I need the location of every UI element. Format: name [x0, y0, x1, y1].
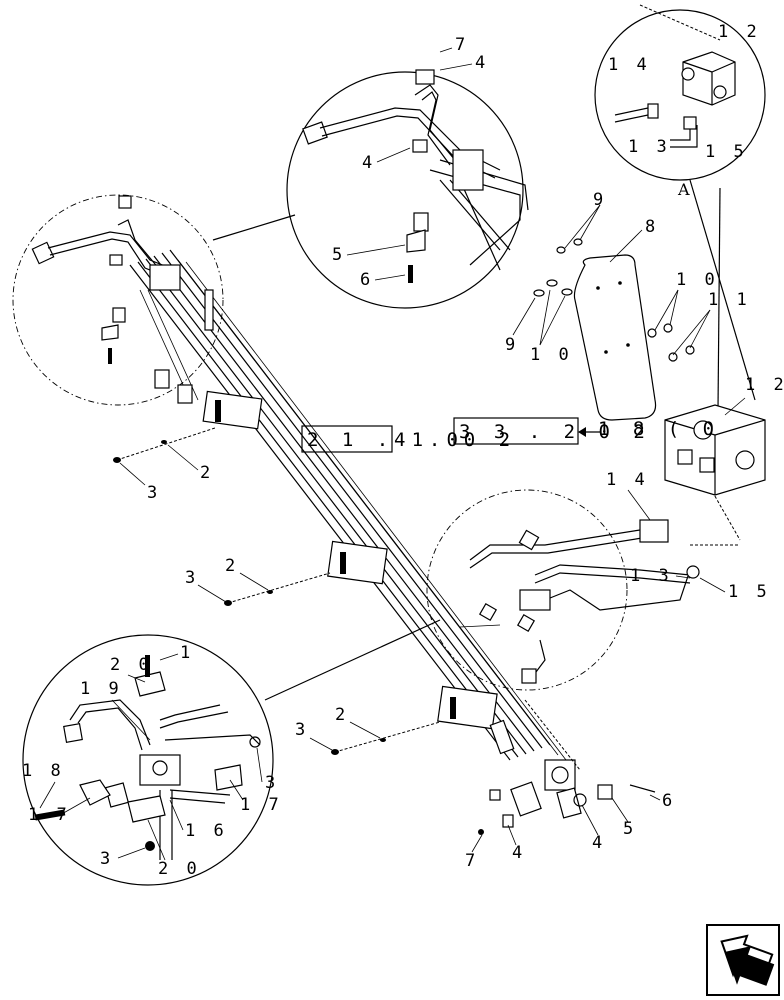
callout-l-20a: 2 0	[110, 655, 153, 675]
callout-m-2b: 2	[225, 556, 239, 576]
callout-d1-4a: 4	[475, 53, 489, 73]
callout-a-14: 1 4	[608, 55, 651, 75]
callout-l-1: 1	[180, 643, 194, 663]
lower-left-detail-parts	[34, 655, 261, 860]
reference-right: 3 3 . 2 0 2	[453, 417, 651, 445]
upper-left-detail-tubes	[31, 195, 214, 404]
callout-m-3b: 3	[185, 568, 199, 588]
callout-c-10a: 1 0	[676, 270, 719, 290]
callout-c-10b: 1 0	[530, 345, 573, 365]
callout-r-15: 1 5	[728, 582, 771, 602]
detail-circle-right	[426, 489, 628, 691]
callout-c-9a: 9	[593, 190, 607, 210]
callout-a-15: 1 5	[705, 142, 748, 162]
callout-l-20b: 2 0	[158, 859, 201, 879]
callout-b-7: 7	[465, 851, 479, 871]
leader-a	[689, 179, 756, 401]
callout-d1-5: 5	[332, 245, 346, 265]
detail-circle-upper	[286, 71, 524, 309]
callout-l-16: 1 6	[185, 821, 228, 841]
callout-l-3b: 3	[100, 849, 114, 869]
detail-circle-upper-left	[12, 194, 224, 406]
ref-left-box-text: 2 1 . 1 0	[307, 429, 464, 451]
callout-c-8: 8	[645, 217, 659, 237]
upper-detail-tubes	[302, 69, 529, 283]
manifold-valve	[664, 404, 766, 496]
callout-a-12: 1 2	[718, 22, 761, 42]
leader-upper	[212, 214, 296, 241]
callout-l-3a: 3	[265, 773, 279, 793]
detail-circle-lower-left	[22, 634, 274, 886]
callout-d1-6: 6	[360, 270, 374, 290]
callouts: 7 4 4 5 6 1 2 1 4 1 3 1 5 A 9 8 1 0 1 1 …	[22, 22, 784, 879]
leader-a-2	[717, 187, 721, 411]
next-page-arrow-icon[interactable]	[706, 924, 780, 996]
detail-circle-a	[594, 9, 766, 181]
callout-d1-4b: 4	[362, 153, 376, 173]
plate-hardware	[533, 238, 695, 362]
callout-d1-7: 7	[455, 35, 469, 55]
callout-l-17a: 1 7	[28, 805, 71, 825]
callout-r-14: 1 4	[606, 470, 649, 490]
mounting-plate	[573, 254, 657, 421]
callout-c-18: 1 8 ( 0	[598, 418, 720, 440]
main-tube-bundle	[129, 249, 567, 761]
callout-l-17b: 1 7	[240, 795, 283, 815]
ref-left-tail-text: 4 . 0 2	[394, 429, 516, 451]
tube-clamps	[202, 390, 498, 730]
detail-a-valve	[614, 4, 736, 148]
callout-b-6: 6	[662, 791, 676, 811]
callout-b-4b: 4	[512, 843, 526, 863]
callout-m-2c: 2	[335, 705, 349, 725]
callout-b-4a: 4	[592, 833, 606, 853]
callout-m-3c: 3	[295, 720, 309, 740]
callout-m-3a: 3	[147, 483, 161, 503]
callout-b-5: 5	[623, 819, 637, 839]
lower-fittings	[489, 719, 656, 828]
reference-left: 2 1 . 1 0 4 . 0 2	[301, 425, 516, 453]
callout-c-11: 1 1	[708, 290, 751, 310]
callout-c-12: 1 2	[745, 375, 784, 395]
leader-lower-left	[264, 619, 441, 701]
callout-l-19: 1 9	[80, 679, 123, 699]
ref-right-box-text: 3 3 . 2 0 2	[459, 421, 651, 443]
callout-a-13: 1 3	[628, 137, 671, 157]
callout-m-2a: 2	[200, 463, 214, 483]
center-lines	[116, 427, 741, 771]
callout-l-18: 1 8	[22, 761, 65, 781]
detail-a-label: A	[677, 180, 690, 199]
callout-r-13: 1 3	[630, 566, 673, 586]
right-detail-tubes	[459, 519, 700, 684]
callout-c-9b: 9	[505, 335, 519, 355]
